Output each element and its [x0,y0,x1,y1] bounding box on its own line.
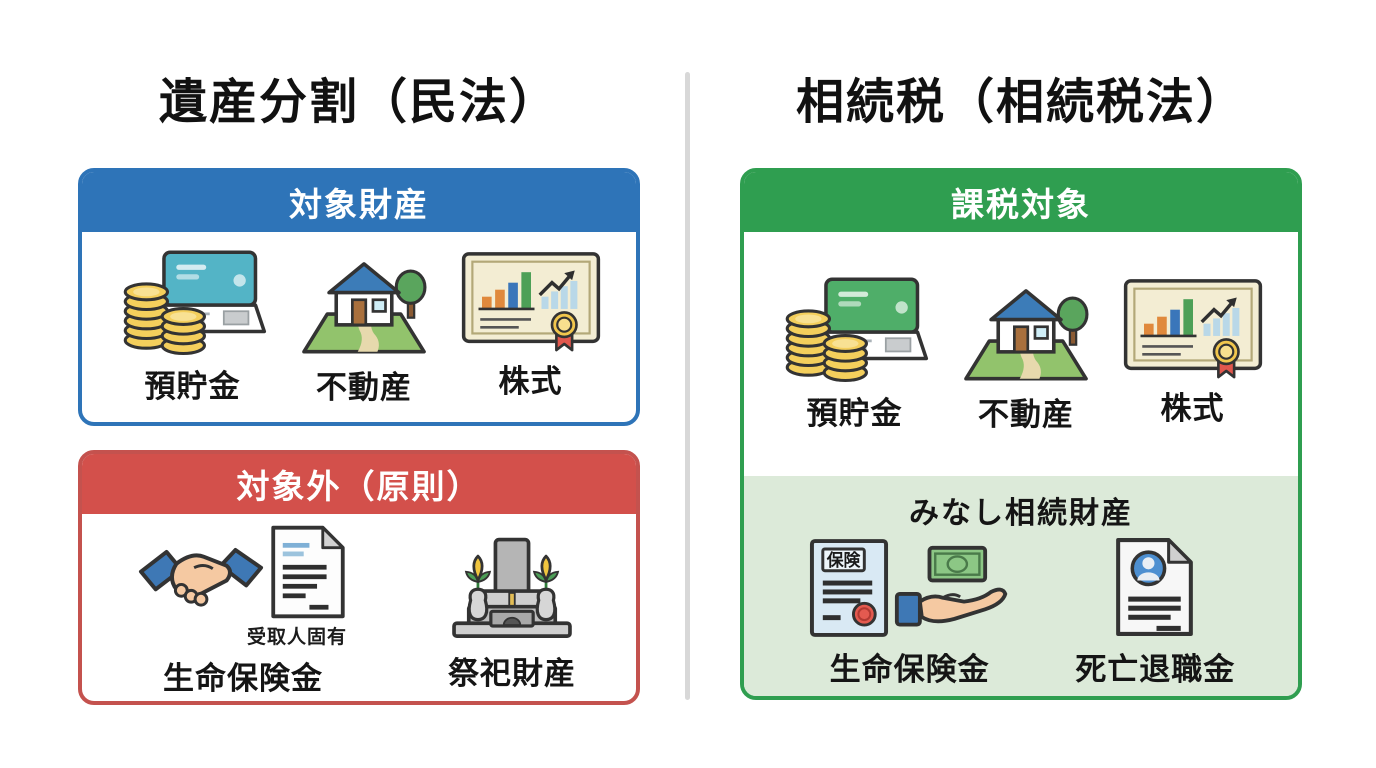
civil-target-property-box: 対象財産 [78,168,640,426]
asset-item-death-retirement: 死亡退職金 [1075,534,1235,689]
asset-label: 生命保険金 [163,661,323,696]
target-box-body: 預貯金 不動産 [82,232,636,422]
handshake-icon [137,538,265,622]
asset-item-life-insurance: 受取人固有 生命保険金 [137,522,349,698]
taxable-box-body: 預貯金 不動産 [744,232,1298,476]
asset-label: 祭祀財産 [448,655,576,691]
asset-label: 預貯金 [806,395,903,431]
asset-item-stocks: 株式 [461,251,601,401]
deemed-items-row: 保険 [744,534,1298,689]
asset-item-deposits: 預貯金 [118,247,268,406]
taxable-box-header: 課税対象 [744,172,1298,232]
asset-item-ritual-property: 祭祀財産 [443,528,581,693]
asset-item-real-estate: 不動産 [295,246,433,407]
coins-passbook-icon [780,274,930,384]
right-title: 相続税（相続税法） [795,76,1246,129]
tax-taxable-box: 課税対象 [740,168,1302,700]
deemed-inheritance-section: みなし相続財産 保険 [744,476,1298,696]
excluded-box-header: 対象外（原則） [82,454,636,514]
asset-label: 株式 [1160,391,1225,426]
target-box-header: 対象財産 [82,172,636,232]
house-icon [957,273,1095,385]
policy-badge-label: 保険 [825,550,860,570]
document-icon [267,522,349,622]
insurance-policy-hand-icon: 保険 [807,536,1013,640]
asset-label: 死亡退職金 [1075,652,1236,687]
handshake-document-icon [137,522,349,622]
asset-label: 株式 [498,364,563,399]
asset-item-life-insurance: 保険 [807,536,1013,689]
civil-excluded-box: 対象外（原則） [78,450,640,705]
left-title: 遺産分割（民法） [158,76,559,129]
excluded-box-body: 受取人固有 生命保険金 [82,514,636,701]
person-document-icon [1112,534,1198,640]
hand-receiving-money-icon [893,544,1013,640]
stock-certificate-icon [1123,278,1263,379]
house-icon [295,246,433,358]
beneficiary-note: 受取人固有 [246,627,347,648]
asset-label: 生命保険金 [829,652,990,687]
asset-item-stocks: 株式 [1123,278,1263,428]
grave-icon [443,528,581,644]
asset-label: 預貯金 [144,368,241,404]
deemed-section-heading: みなし相続財産 [909,497,1133,530]
insurance-policy-icon: 保険 [807,536,891,640]
stock-certificate-icon [461,251,601,352]
asset-label: 不動産 [316,369,412,405]
asset-item-real-estate: 不動産 [957,273,1095,434]
asset-label: 不動産 [978,396,1074,432]
asset-item-deposits: 預貯金 [780,274,930,433]
vertical-divider [685,72,690,700]
coins-passbook-icon [118,247,268,357]
